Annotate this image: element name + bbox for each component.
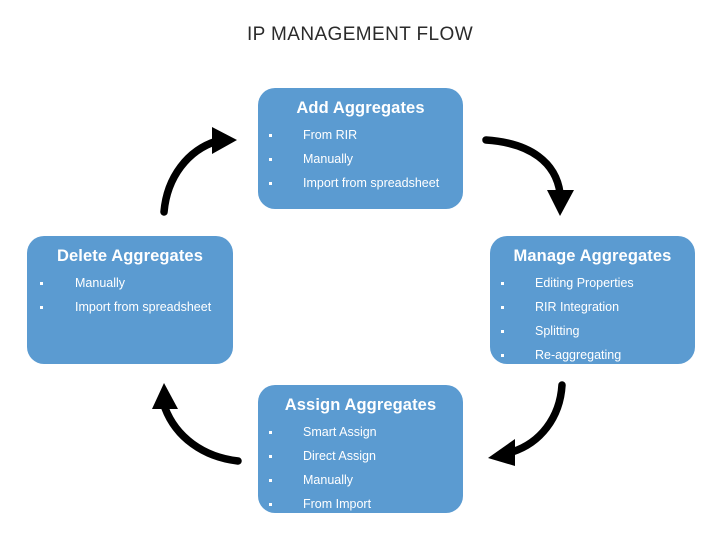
- bullet-icon: [269, 503, 272, 506]
- list-item-label: Import from spreadsheet: [303, 176, 440, 190]
- list-item: Manually: [27, 271, 233, 295]
- bullet-icon: [269, 479, 272, 482]
- node-assign-list: Smart Assign Direct Assign Manually From…: [258, 420, 463, 516]
- list-item: Editing Properties: [490, 271, 695, 295]
- list-item-label: Import from spreadsheet: [75, 300, 212, 314]
- list-item: Smart Assign: [258, 420, 463, 444]
- list-item: Direct Assign: [258, 444, 463, 468]
- node-manage-aggregates[interactable]: Manage Aggregates Editing Properties RIR…: [490, 236, 695, 364]
- arrow-manage-to-assign: [488, 381, 566, 466]
- list-item: Import from spreadsheet: [258, 171, 463, 195]
- node-manage-list: Editing Properties RIR Integration Split…: [490, 271, 695, 367]
- arrow-assign-to-delete: [152, 383, 242, 465]
- node-assign-aggregates[interactable]: Assign Aggregates Smart Assign Direct As…: [258, 385, 463, 513]
- node-add-aggregates[interactable]: Add Aggregates From RIR Manually Import …: [258, 88, 463, 209]
- node-add-title: Add Aggregates: [296, 99, 425, 117]
- list-item: RIR Integration: [490, 295, 695, 319]
- node-assign-title: Assign Aggregates: [284, 396, 437, 414]
- list-item-label: Splitting: [535, 324, 580, 338]
- arrow-delete-to-add: [160, 127, 237, 216]
- node-delete-title: Delete Aggregates: [57, 247, 203, 265]
- list-item-label: Manually: [303, 152, 354, 166]
- list-item: Manually: [258, 468, 463, 492]
- page-title: IP MANAGEMENT FLOW: [246, 24, 474, 45]
- list-item: Re-aggregating: [490, 343, 695, 367]
- list-item-label: From RIR: [303, 128, 358, 142]
- arrow-add-to-manage: [482, 136, 574, 216]
- list-item-label: Manually: [303, 473, 354, 487]
- list-item-label: RIR Integration: [535, 300, 620, 314]
- list-item: Splitting: [490, 319, 695, 343]
- bullet-icon: [269, 134, 272, 137]
- bullet-icon: [269, 158, 272, 161]
- bullet-icon: [269, 431, 272, 434]
- list-item-label: Direct Assign: [303, 449, 376, 463]
- list-item: Import from spreadsheet: [27, 295, 233, 319]
- list-item: Manually: [258, 147, 463, 171]
- bullet-icon: [269, 182, 272, 185]
- list-item-label: Manually: [75, 276, 126, 290]
- node-delete-list: Manually Import from spreadsheet: [27, 271, 233, 319]
- node-add-list: From RIR Manually Import from spreadshee…: [258, 123, 463, 195]
- list-item: From RIR: [258, 123, 463, 147]
- bullet-icon: [269, 455, 272, 458]
- list-item-label: Editing Properties: [535, 276, 634, 290]
- bullet-icon: [501, 354, 504, 357]
- node-delete-aggregates[interactable]: Delete Aggregates Manually Import from s…: [27, 236, 233, 364]
- list-item: From Import: [258, 492, 463, 516]
- bullet-icon: [40, 306, 43, 309]
- bullet-icon: [501, 330, 504, 333]
- bullet-icon: [501, 306, 504, 309]
- bullet-icon: [501, 282, 504, 285]
- list-item-label: Smart Assign: [303, 425, 377, 439]
- bullet-icon: [40, 282, 43, 285]
- list-item-label: Re-aggregating: [535, 348, 622, 362]
- list-item-label: From Import: [303, 497, 372, 511]
- node-manage-title: Manage Aggregates: [513, 247, 672, 265]
